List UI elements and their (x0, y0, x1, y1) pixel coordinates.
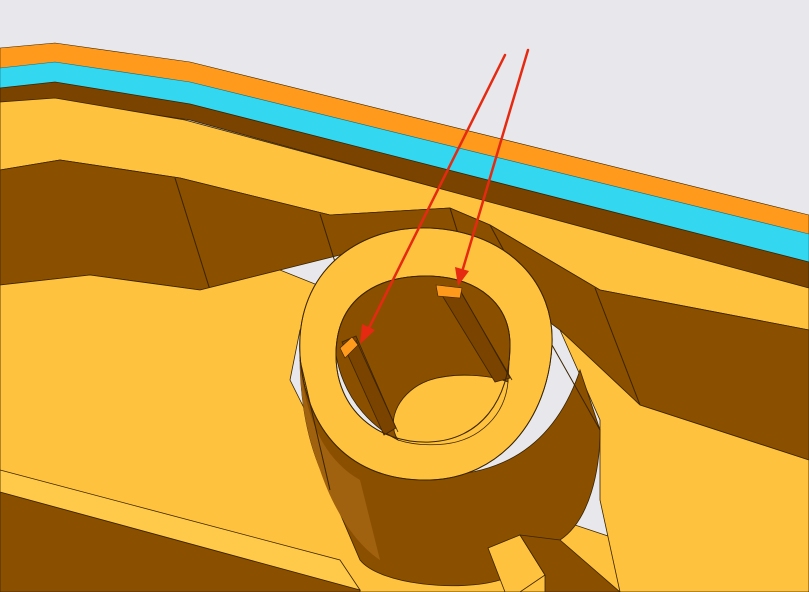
boss-cylinder-shade (300, 360, 380, 560)
callout-arrow-right-head (455, 267, 469, 286)
callout-arrow-right (460, 48, 530, 274)
callout-arrow-left-head (360, 324, 375, 344)
rib-right-top (435, 284, 463, 299)
callout-arrows (360, 48, 530, 344)
boss-outline (299, 227, 601, 491)
boss-tab-side (519, 534, 621, 592)
floor-edge-strip-top (0, 469, 361, 591)
bore-bottom (393, 374, 509, 446)
boss-tab (487, 534, 546, 592)
rib-left-top (339, 336, 359, 359)
callout-arrow-left (366, 53, 507, 332)
